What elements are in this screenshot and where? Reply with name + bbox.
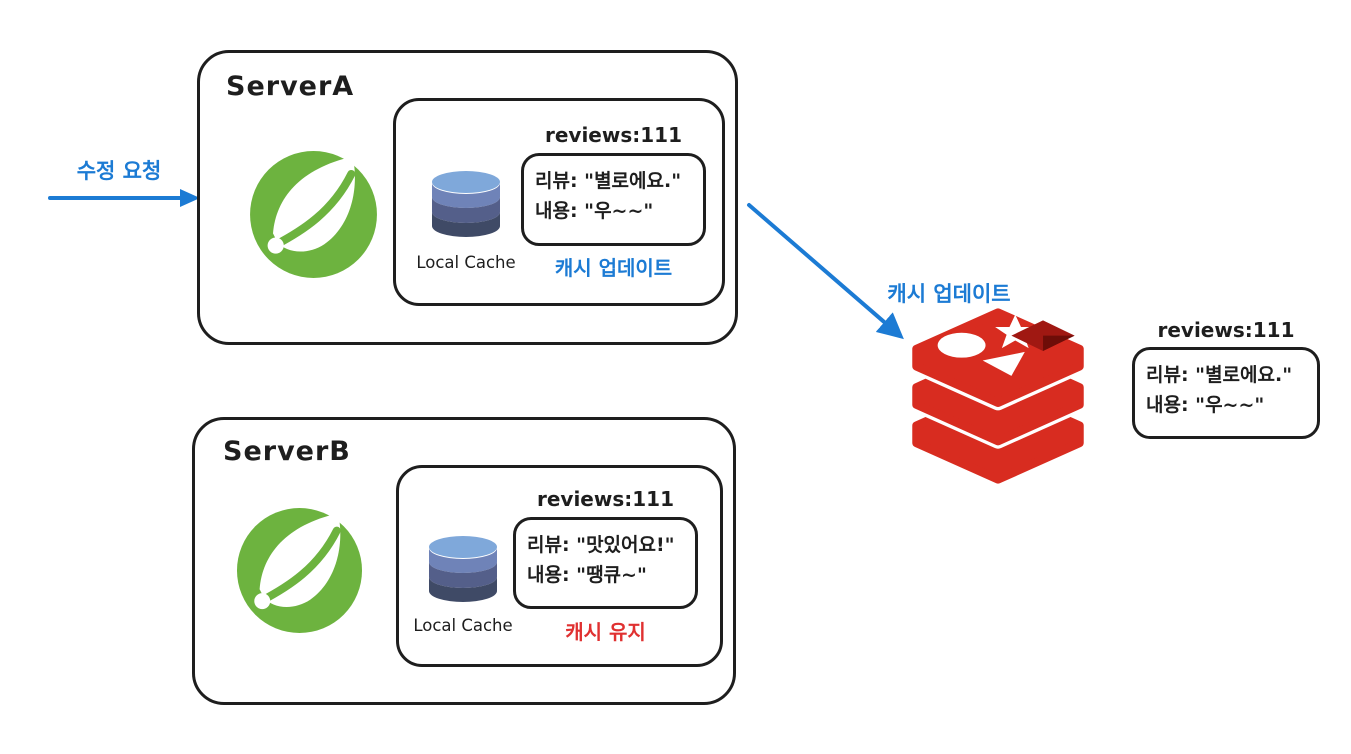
redis-data-box (1132, 347, 1320, 439)
server-a-status: 캐시 업데이트 (554, 256, 673, 280)
server-a-review-field: 리뷰: "별로에요." (535, 170, 682, 192)
redis-logo-icon (898, 305, 1098, 487)
server-a-cache-key: reviews:111 (544, 123, 682, 147)
server-b-title: ServerB (223, 436, 351, 467)
server-a-box: ServerA Local Cache reviews (197, 50, 738, 345)
spring-logo-icon (233, 504, 366, 637)
redis-cache-key: reviews:111 (1157, 318, 1295, 342)
cache-update-arrow-label: 캐시 업데이트 (887, 282, 1011, 306)
server-a-title: ServerA (226, 71, 355, 102)
database-icon (427, 534, 499, 604)
server-a-content-field: 내용: "우~~" (535, 200, 654, 222)
cache-update-arrow (747, 203, 904, 340)
request-arrow-label: 수정 요청 (76, 159, 162, 183)
redis-content-field: 내용: "우~~" (1146, 394, 1265, 416)
square-hole (1011, 320, 1075, 351)
server-b-cache-box: Local Cache reviews:111 리뷰: "맛있어요!" 내용: … (396, 465, 723, 667)
local-cache-label: Local Cache (416, 253, 516, 272)
server-b-content-field: 내용: "땡큐~" (527, 564, 647, 586)
server-a-data-box (521, 153, 706, 246)
local-cache-label: Local Cache (413, 616, 513, 635)
server-b-status: 캐시 유지 (565, 620, 646, 644)
server-b-box: ServerB Local Cache reviews (192, 417, 736, 705)
request-arrow (48, 189, 200, 207)
triangle-shape (982, 351, 1025, 376)
server-b-cache-key: reviews:111 (536, 487, 674, 511)
server-a-cache-box: Local Cache reviews:111 리뷰: "별로에요." 내용: … (393, 98, 725, 306)
spring-logo-icon (246, 147, 381, 282)
server-b-data-box (513, 517, 698, 609)
redis-review-field: 리뷰: "별로에요." (1146, 364, 1293, 386)
server-b-review-field: 리뷰: "맛있어요!" (527, 534, 675, 556)
circle-shape (937, 332, 986, 358)
database-icon (430, 169, 502, 239)
